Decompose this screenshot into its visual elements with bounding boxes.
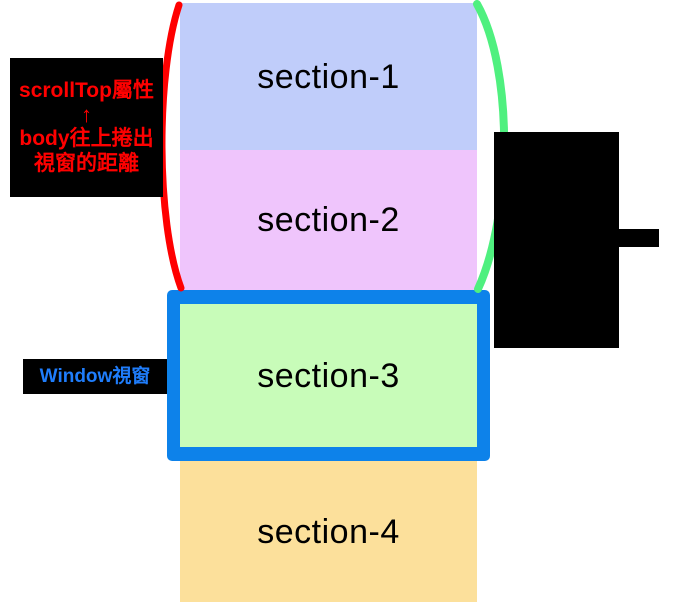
section-3-label: section-3 bbox=[257, 356, 400, 395]
window-viewport-frame: section-3 bbox=[167, 290, 490, 461]
section-1-block: section-1 bbox=[180, 3, 477, 150]
arrow-up-icon: ↑ bbox=[81, 101, 92, 127]
scroll-top-arc-icon bbox=[158, 1, 185, 292]
callout-scroll-top-line-2: body往上捲出 bbox=[19, 126, 154, 150]
section-2-label: section-2 bbox=[257, 201, 400, 239]
callout-window: Window視窗 bbox=[23, 359, 167, 394]
section-4-label: section-4 bbox=[257, 512, 400, 551]
callout-window-label: Window視窗 bbox=[39, 365, 151, 387]
callout-scroll-top-title: scrollTop屬性 bbox=[19, 79, 154, 103]
section-4-block: section-4 bbox=[180, 461, 477, 602]
section-3-block: section-3 bbox=[180, 304, 477, 447]
section-2-block: section-2 bbox=[180, 150, 477, 290]
section-1-label: section-1 bbox=[257, 57, 400, 96]
callout-scroll-top-line-3: 視窗的距離 bbox=[34, 152, 139, 176]
occlusion-bar bbox=[583, 229, 659, 247]
callout-scroll-top: scrollTop屬性 ↑ body往上捲出 視窗的距離 bbox=[10, 58, 163, 197]
